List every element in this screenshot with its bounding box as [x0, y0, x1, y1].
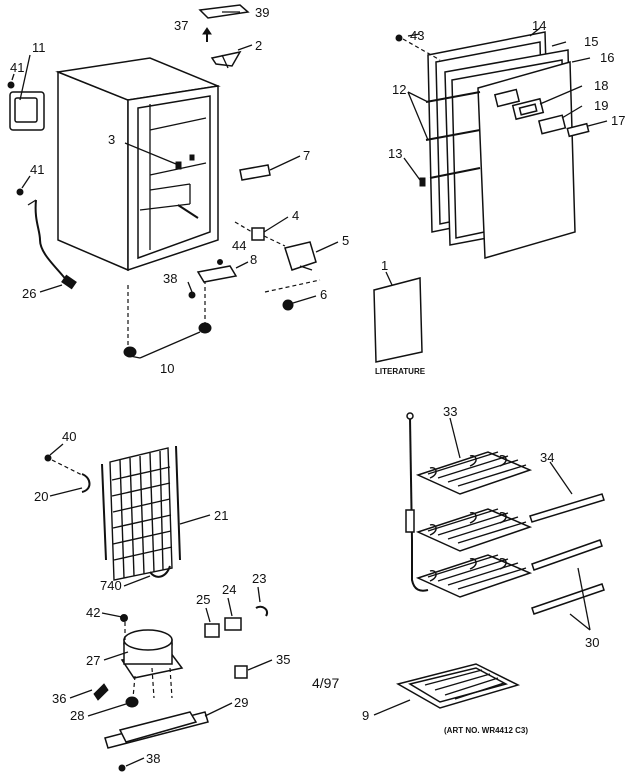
- hinge-bracket: [196, 265, 238, 283]
- callout-4: 4: [292, 208, 299, 223]
- clamp-icon: [93, 683, 109, 701]
- door-handle-cover: [537, 114, 567, 135]
- callout-13: 13: [388, 146, 402, 161]
- callout-33: 33: [443, 404, 457, 419]
- callout-38a: 38: [163, 271, 177, 286]
- grommet-icon: [125, 696, 139, 708]
- callout-39: 39: [255, 5, 269, 20]
- shelf-rail: [531, 539, 603, 571]
- bracket: [251, 227, 265, 241]
- wire-shelf-bottom: [415, 554, 533, 598]
- callout-10: 10: [160, 361, 174, 376]
- callout-35: 35: [276, 652, 290, 667]
- callout-17: 17: [611, 113, 625, 128]
- callout-36: 36: [52, 691, 66, 706]
- callout-42: 42: [86, 605, 100, 620]
- relay-clip: [255, 605, 268, 617]
- callout-7: 7: [303, 148, 310, 163]
- callout-30: 30: [585, 635, 599, 650]
- literature-label: LITERATURE: [375, 367, 426, 376]
- power-cord: [34, 199, 71, 286]
- start-relay: [224, 617, 242, 631]
- callout-34: 34: [540, 450, 554, 465]
- callout-14: 14: [532, 18, 546, 33]
- thermostat-knob-icon: [175, 161, 182, 170]
- callout-8: 8: [250, 252, 257, 267]
- condenser-clip: [81, 473, 91, 493]
- callout-43: 43: [410, 28, 424, 43]
- screw-icon: [282, 299, 294, 311]
- door-assembly: [395, 31, 590, 259]
- callout-1: 1: [381, 258, 388, 273]
- door-badge: [493, 88, 521, 108]
- callout-11: 11: [32, 40, 46, 55]
- callout-37: 37: [174, 18, 188, 33]
- callout-19: 19: [594, 98, 608, 113]
- callout-23: 23: [252, 571, 266, 586]
- callout-18: 18: [594, 78, 608, 93]
- plug-icon: [61, 274, 77, 290]
- literature-booklet: [373, 277, 423, 363]
- callout-27: 27: [86, 653, 100, 668]
- shelf-assembly: [405, 412, 533, 598]
- door-stop-strip: [239, 164, 271, 181]
- callout-16: 16: [600, 50, 614, 65]
- screw-icon: [118, 764, 126, 772]
- callout-740: 740: [100, 578, 122, 593]
- callout-38b: 38: [146, 751, 160, 766]
- callout-20: 20: [34, 489, 48, 504]
- callout-41a: 41: [10, 60, 24, 75]
- thermostat-control: [284, 241, 317, 271]
- callout-12: 12: [392, 82, 406, 97]
- cabinet-assembly: [55, 57, 221, 358]
- shelf-rail: [531, 583, 605, 615]
- callout-9: 9: [362, 708, 369, 723]
- screw-icon: [44, 454, 52, 462]
- callout-41b: 41: [30, 162, 44, 177]
- leveling-leg-icon: [198, 322, 212, 334]
- callout-24: 24: [222, 582, 236, 597]
- screw-icon: [395, 34, 403, 42]
- cabinet-opening: [137, 95, 211, 260]
- wire-shelf-top: [415, 451, 533, 495]
- top-hinge: [210, 50, 242, 67]
- nameplate: [566, 122, 590, 138]
- screw-icon: [188, 291, 196, 299]
- callout-2: 2: [255, 38, 262, 53]
- art-number: (ART NO. WR4412 C3): [444, 726, 528, 735]
- callout-6: 6: [320, 287, 327, 302]
- callout-29: 29: [234, 695, 248, 710]
- callout-21: 21: [214, 508, 228, 523]
- condenser-coil: [101, 445, 181, 581]
- callout-25: 25: [196, 592, 210, 607]
- callout-44: 44: [232, 238, 246, 253]
- wire-shelf-middle: [415, 508, 533, 552]
- capacitor: [234, 665, 248, 679]
- door-panel: [477, 61, 576, 259]
- screw-icon: [16, 188, 24, 196]
- callout-3: 3: [108, 132, 115, 147]
- leveling-leg-icon: [123, 346, 137, 358]
- callout-40: 40: [62, 429, 76, 444]
- screw-icon: [120, 614, 128, 622]
- callout-26: 26: [22, 286, 36, 301]
- callout-28: 28: [70, 708, 84, 723]
- door-stop-icon: [419, 177, 426, 187]
- hinge-pin-icon: [202, 27, 212, 35]
- callout-5: 5: [342, 233, 349, 248]
- cabinet-side-panel: [57, 70, 129, 272]
- date-code: 4/97: [312, 675, 339, 691]
- shelf-rail: [529, 493, 605, 523]
- screw-icon: [217, 259, 223, 265]
- screw-icon: [7, 81, 15, 89]
- overload-protector: [204, 623, 220, 638]
- callout-15: 15: [584, 34, 598, 49]
